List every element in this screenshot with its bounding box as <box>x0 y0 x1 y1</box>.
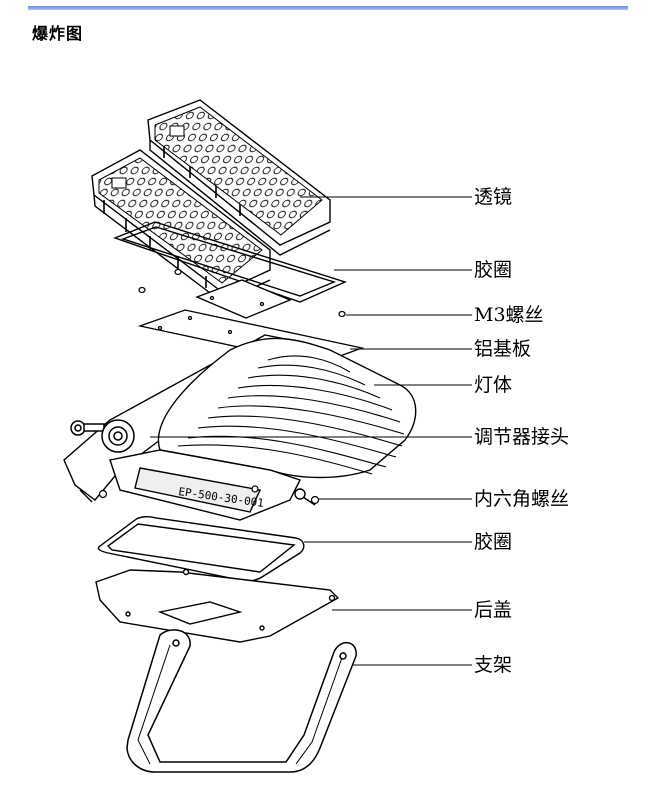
label-lamp-body: 灯体 <box>474 374 513 396</box>
adjuster-joint-part <box>70 419 135 453</box>
bracket-part <box>126 629 357 773</box>
header-rule <box>28 6 628 10</box>
label-gasket-upper: 胶圈 <box>474 259 513 281</box>
label-lens: 透镜 <box>474 186 513 208</box>
label-m3-screw: M3螺丝 <box>474 304 544 326</box>
label-adjuster-joint: 调节器接头 <box>474 426 570 448</box>
lens-part <box>91 99 331 303</box>
leader-lines <box>150 196 472 666</box>
label-aluminum-pcb: 铝基板 <box>474 338 532 360</box>
label-gasket-lower: 胶圈 <box>474 531 513 553</box>
label-hex-screw: 内六角螺丝 <box>474 488 570 510</box>
upper-gasket-part <box>112 221 347 303</box>
back-cover-part <box>95 568 340 643</box>
lower-gasket-part <box>97 515 305 582</box>
label-bracket: 支架 <box>474 654 513 676</box>
lamp-body-part <box>63 334 417 521</box>
label-back-cover: 后盖 <box>474 599 513 621</box>
hex-screws-part <box>98 485 320 505</box>
page-title: 爆炸图 <box>32 24 84 43</box>
